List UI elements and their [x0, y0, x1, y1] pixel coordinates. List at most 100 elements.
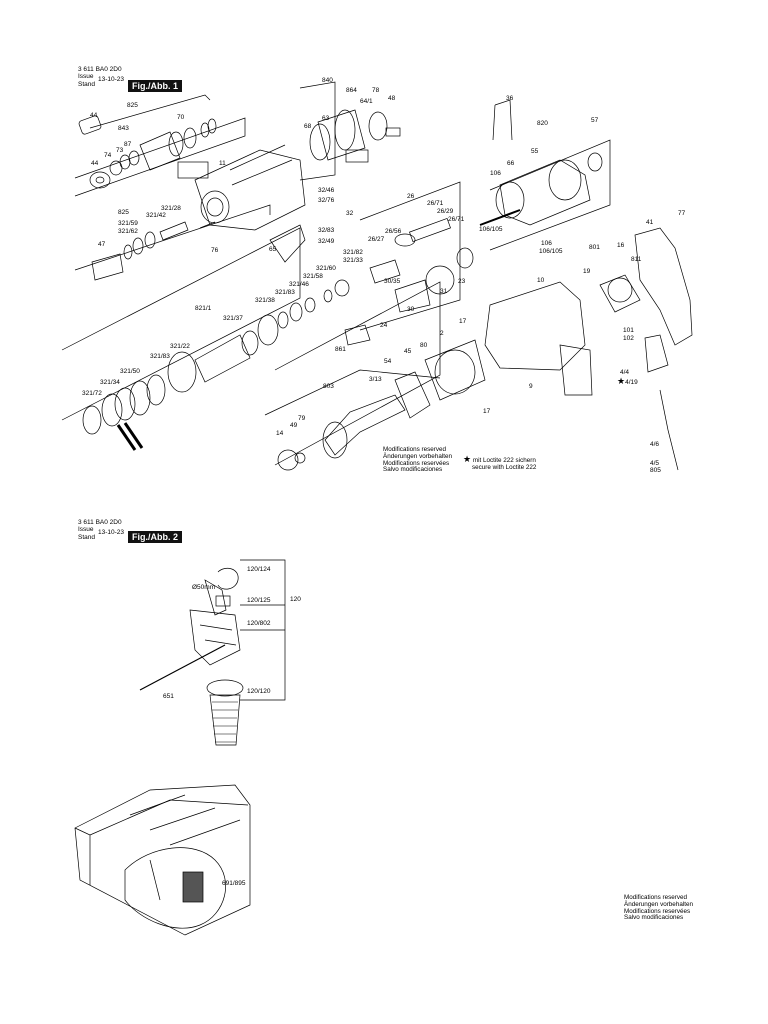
part-label: 321/60 [316, 265, 336, 272]
part-label: 55 [531, 148, 539, 155]
part-label: 44 [91, 160, 99, 167]
fig1-exploded-diagram [61, 81, 693, 471]
part-label: 66 [507, 160, 515, 167]
part-label: 30/35 [384, 278, 401, 285]
part-label: 26/71 [427, 200, 444, 207]
fig1-part-code: 3 611 BA0 2D0 [78, 66, 122, 73]
part-label: 79 [298, 415, 306, 422]
part-label: 32/49 [318, 238, 335, 245]
part-label: 825 [127, 102, 138, 109]
loctite-star-icon: ★ [617, 376, 626, 386]
part-label: 120 [290, 596, 301, 603]
part-label: 64/1 [360, 98, 373, 105]
part-label: 820 [537, 120, 548, 127]
part-label: 31 [440, 288, 448, 295]
fig2-header: 3 611 BA0 2D0 Issue Stand 13-10-23 [78, 519, 124, 541]
part-label: 321/22 [170, 343, 190, 350]
part-label: 48 [388, 95, 396, 102]
part-label: 106/105 [479, 226, 503, 233]
part-label: 106 [541, 240, 552, 247]
part-label: 106/105 [539, 248, 563, 255]
part-label: 321/37 [223, 315, 243, 322]
part-label: 821/1 [195, 305, 212, 312]
part-label: 321/33 [343, 257, 363, 264]
part-label: 54 [384, 358, 392, 365]
part-label: 80 [420, 342, 428, 349]
part-label: 30 [407, 306, 415, 313]
part-label: 691/895 [222, 880, 246, 887]
fig2-issue-label: Issue Stand [78, 526, 95, 541]
part-label: 41 [646, 219, 654, 226]
part-label: 26 [407, 193, 415, 200]
part-label: 811 [631, 256, 642, 263]
part-label: 2 [440, 330, 444, 337]
fig1-figure-tag: Fig./Abb. 1 [128, 80, 182, 92]
part-label: 16 [617, 242, 625, 249]
part-label: 321/42 [146, 212, 166, 219]
part-label: 321/82 [343, 249, 363, 256]
part-label: 77 [678, 210, 686, 217]
part-label: 120/120 [247, 688, 271, 695]
part-label: 11 [219, 160, 226, 167]
part-label: 321/62 [118, 228, 138, 235]
part-label: 10 [537, 277, 545, 284]
part-label: 19 [583, 268, 591, 275]
part-label: 651 [163, 693, 174, 700]
part-label: 321/83 [275, 289, 295, 296]
part-label: 68 [304, 123, 312, 130]
part-label: Ø50mm [192, 584, 216, 591]
fig2-part-code: 3 611 BA0 2D0 [78, 519, 122, 526]
part-label: 74 [104, 152, 112, 159]
part-label: 120/125 [247, 597, 271, 604]
fig2-modifications-note: Modifications reserved Änderungen vorbeh… [624, 894, 693, 922]
part-label: 32/83 [318, 227, 335, 234]
part-label: 321/59 [118, 220, 138, 227]
part-label: 4/5 [650, 460, 660, 467]
part-label: 321/83 [150, 353, 170, 360]
fig1-issue-date: 13-10-23 [98, 76, 125, 84]
part-label: 70 [177, 114, 185, 121]
part-label: 63 [322, 115, 330, 122]
part-label: 78 [372, 87, 380, 94]
part-label: 57 [591, 117, 599, 124]
part-label: 321/38 [255, 297, 275, 304]
fig2-figure-tag: Fig./Abb. 2 [128, 531, 182, 543]
part-label: 17 [459, 318, 467, 325]
part-label: 825 [118, 209, 129, 216]
part-label: 9 [529, 383, 533, 390]
part-label: 32/76 [318, 197, 335, 204]
part-label: 87 [124, 141, 132, 148]
part-label: ★4/19 [617, 376, 638, 387]
part-label: 321/34 [100, 379, 120, 386]
part-label: 26/29 [437, 208, 454, 215]
part-label: 321/50 [120, 368, 140, 375]
part-label: 45 [404, 348, 412, 355]
part-label: 120/802 [247, 620, 271, 627]
part-label: 864 [346, 87, 357, 94]
part-label: 26/56 [385, 228, 402, 235]
part-label: 44 [90, 112, 98, 119]
part-label: 106 [490, 170, 501, 177]
part-label: 4/4 [620, 369, 630, 376]
fig1-issue-label: Issue Stand [78, 73, 95, 88]
part-label: 321/28 [161, 205, 181, 212]
part-label: 101 [623, 327, 634, 334]
part-label: 17 [483, 408, 491, 415]
part-label: 32 [346, 210, 354, 217]
part-label: 65 [269, 246, 277, 253]
part-label: 4/6 [650, 441, 660, 448]
fig1-header: 3 611 BA0 2D0 Issue Stand 13-10-23 [78, 66, 124, 88]
fig2-issue-date: 13-10-23 [98, 529, 125, 537]
part-label: 47 [98, 241, 106, 248]
part-label: 76 [211, 247, 219, 254]
part-label: 861 [335, 346, 346, 353]
part-label: 23 [458, 278, 466, 285]
part-label: 805 [650, 467, 661, 474]
part-label: 321/72 [82, 390, 102, 397]
part-label: 102 [623, 335, 634, 342]
part-label: 14 [276, 430, 284, 437]
part-label: 120/124 [247, 566, 271, 573]
part-label: 840 [322, 77, 333, 84]
part-label: 73 [116, 147, 124, 154]
